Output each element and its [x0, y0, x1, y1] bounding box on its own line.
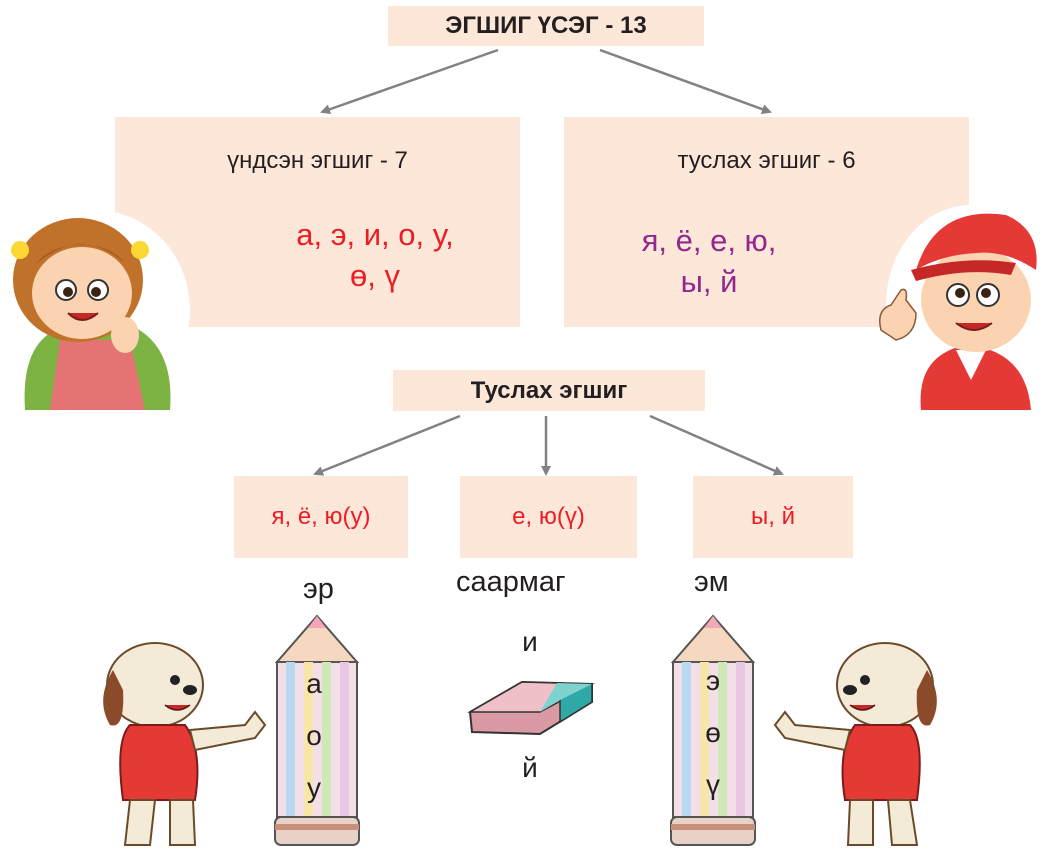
- group-1-letter-1: а: [306, 668, 322, 699]
- group-2-label: е, ю(ү): [512, 503, 585, 530]
- dog-left-illustration: [103, 642, 267, 846]
- aux-vowels-label: туслах эгшиг - 6: [677, 147, 856, 174]
- main-vowels-line-1: а, э, и, о, у,: [296, 217, 454, 252]
- aux-vowels-letters: я, ё, е, ю, ы, й: [624, 221, 794, 303]
- group-1-word: эр: [303, 573, 334, 605]
- title-box: ЭГШИГ ҮСЭГ - 13: [388, 6, 704, 46]
- dog-right-illustration: [773, 642, 937, 846]
- group-3-label: ы, й: [751, 503, 795, 530]
- boy-illustration: [879, 205, 1056, 410]
- group-2-letter-2: й: [522, 752, 538, 783]
- group-2-letter-1: и: [522, 626, 538, 657]
- main-vowels-line-2: ө, ү: [350, 257, 400, 293]
- pencil-right-icon: [670, 614, 756, 846]
- group-1-letter-2: о: [306, 720, 322, 751]
- arrow-to-group-3: [649, 414, 784, 476]
- girl-illustration: [0, 210, 190, 410]
- main-vowels-letters: а, э, и, о, у, ө, ү: [255, 215, 495, 297]
- aux-title-box: Туслах эгшиг: [393, 370, 705, 411]
- group-2-word: саармаг: [456, 566, 566, 598]
- diagram-title: ЭГШИГ ҮСЭГ - 13: [445, 12, 647, 39]
- aux-title: Туслах эгшиг: [470, 376, 628, 404]
- group-3-box: ы, й: [693, 476, 853, 558]
- arrow-to-group-1: [313, 414, 461, 476]
- group-3-letter-1: э: [705, 665, 721, 696]
- arrow-to-aux-vowels: [599, 48, 772, 114]
- group-3-word: эм: [694, 566, 729, 598]
- group-3-letter-3: ү: [706, 769, 720, 800]
- group-1-letter-3: у: [307, 772, 321, 803]
- group-1-box: я, ё, ю(у): [234, 476, 408, 558]
- arrow-to-main-vowels: [320, 48, 499, 115]
- aux-vowels-line-1: я, ё, е, ю,: [641, 223, 777, 258]
- pencil-left-icon: [274, 614, 360, 846]
- main-vowels-label: үндсэн эгшиг - 7: [227, 147, 408, 174]
- group-2-box: е, ю(ү): [460, 476, 637, 558]
- eraser-icon: [467, 680, 595, 736]
- aux-vowels-line-2: ы, й: [680, 263, 738, 299]
- group-1-label: я, ё, ю(у): [271, 503, 371, 530]
- group-3-letter-2: ө: [705, 717, 721, 748]
